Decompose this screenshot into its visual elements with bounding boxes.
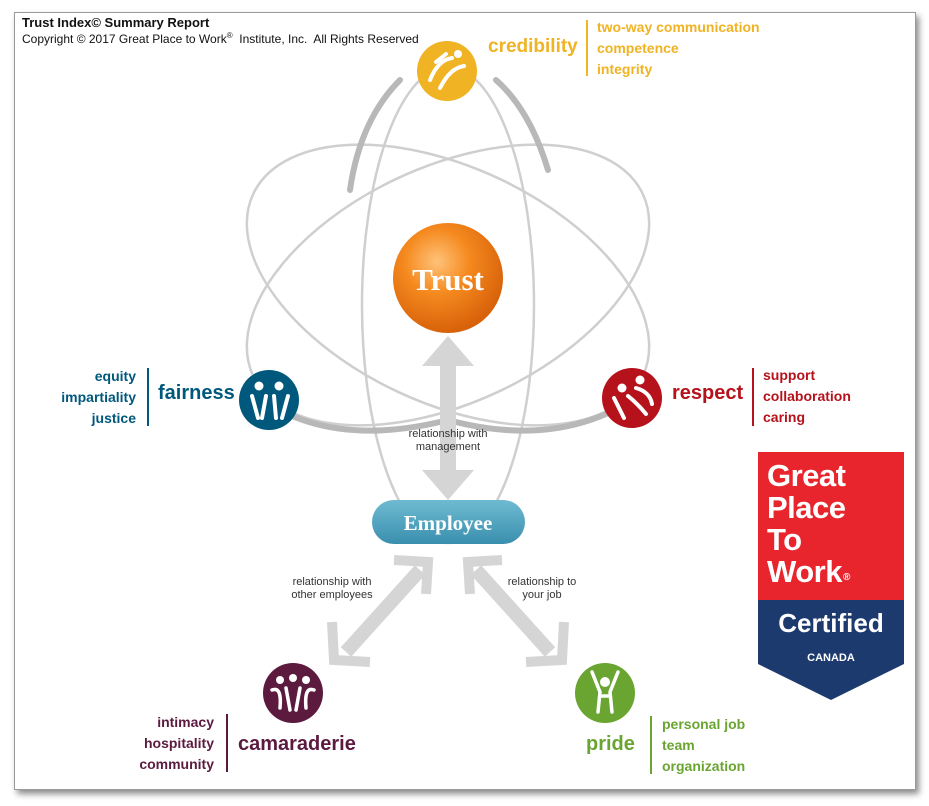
credibility-item: two-way communication — [597, 19, 760, 35]
fairness-item: justice — [91, 410, 136, 426]
management-caption-line-2: management — [415, 441, 481, 453]
copyright-notice: Copyright © 2017 Great Place to Work® In… — [22, 31, 419, 46]
trust-sphere — [393, 223, 503, 333]
respect-item: collaboration — [763, 388, 851, 404]
fairness-item: impartiality — [61, 389, 136, 405]
badge-line-work: Work® — [767, 556, 850, 594]
job-relationship-caption: relationship to your job — [472, 576, 612, 602]
management-caption-line-1: relationship with — [408, 428, 488, 440]
fairness-items: equity impartiality justice — [40, 366, 136, 429]
copyright-prefix: Copyright © 2017 Great Place to Work — [22, 32, 227, 46]
badge-line-to: To — [767, 522, 802, 557]
fairness-item: equity — [94, 368, 136, 384]
pride-label: pride — [586, 733, 635, 755]
management-relationship-caption: relationship with management — [378, 428, 518, 454]
badge-work-text: Work — [767, 554, 842, 589]
credibility-divider — [586, 20, 588, 76]
management-arrow — [422, 336, 474, 500]
credibility-label: credibility — [488, 36, 578, 57]
respect-item: support — [763, 367, 816, 383]
respect-divider — [752, 368, 754, 426]
respect-items: support collaboration caring — [763, 365, 851, 428]
orbit-front-arc-top-right — [493, 77, 551, 173]
job-caption-line-2: your job — [522, 589, 562, 601]
trust-label: Trust — [412, 262, 484, 297]
pride-items: personal job team organization — [662, 714, 745, 777]
job-caption-line-1: relationship to — [507, 576, 577, 588]
badge-country-text: CANADA — [807, 652, 855, 664]
camaraderie-item: community — [139, 756, 214, 772]
report-title: Trust Index© Summary Report — [22, 15, 210, 30]
pride-item: organization — [662, 758, 746, 774]
employees-arrow-heads — [327, 555, 434, 667]
copyright-suffix: Institute, Inc. All Rights Reserved — [232, 32, 419, 46]
fairness-label: fairness — [158, 382, 235, 404]
employees-caption-line-1: relationship with — [292, 576, 372, 588]
employees-arrow — [340, 565, 426, 657]
respect-icon — [602, 368, 662, 428]
camaraderie-divider — [226, 714, 228, 772]
orbit-front-arc-top — [347, 77, 403, 193]
camaraderie-icon — [263, 663, 323, 723]
badge-registered-mark: ® — [842, 572, 850, 583]
badge-wordmark: Great Place To Work® — [767, 460, 850, 594]
camaraderie-item: hospitality — [143, 735, 214, 751]
credibility-icon — [417, 41, 477, 101]
pride-item: personal job — [662, 716, 746, 732]
fairness-icon — [239, 370, 299, 430]
employee-pill — [372, 500, 525, 544]
badge-certified-text: Certified — [778, 608, 884, 638]
pride-item: team — [662, 737, 695, 753]
badge-red-panel — [758, 452, 904, 600]
respect-label: respect — [672, 382, 744, 404]
employee-label: Employee — [404, 511, 493, 535]
badge-line-place: Place — [767, 490, 846, 525]
credibility-item: competence — [597, 40, 679, 56]
gptw-certified-badge: Great Place To Work® Certified CANADA — [758, 452, 904, 700]
camaraderie-items: intimacy hospitality community — [116, 712, 214, 775]
respect-item: caring — [763, 409, 806, 425]
camaraderie-item: intimacy — [157, 714, 214, 730]
badge-blue-pennant — [758, 600, 904, 700]
fairness-divider — [147, 368, 149, 426]
pride-divider — [650, 716, 652, 774]
copyright-registered-mark: ® — [226, 31, 233, 40]
badge-line-great: Great — [767, 458, 846, 493]
credibility-items: two-way communication competence integri… — [597, 17, 760, 80]
camaraderie-label: camaraderie — [238, 733, 356, 755]
employees-relationship-caption: relationship with other employees — [262, 576, 402, 602]
credibility-item: integrity — [597, 61, 653, 77]
job-arrow-heads — [462, 555, 569, 667]
job-arrow — [470, 565, 556, 657]
employees-caption-line-2: other employees — [291, 589, 373, 601]
pride-icon — [575, 663, 635, 723]
